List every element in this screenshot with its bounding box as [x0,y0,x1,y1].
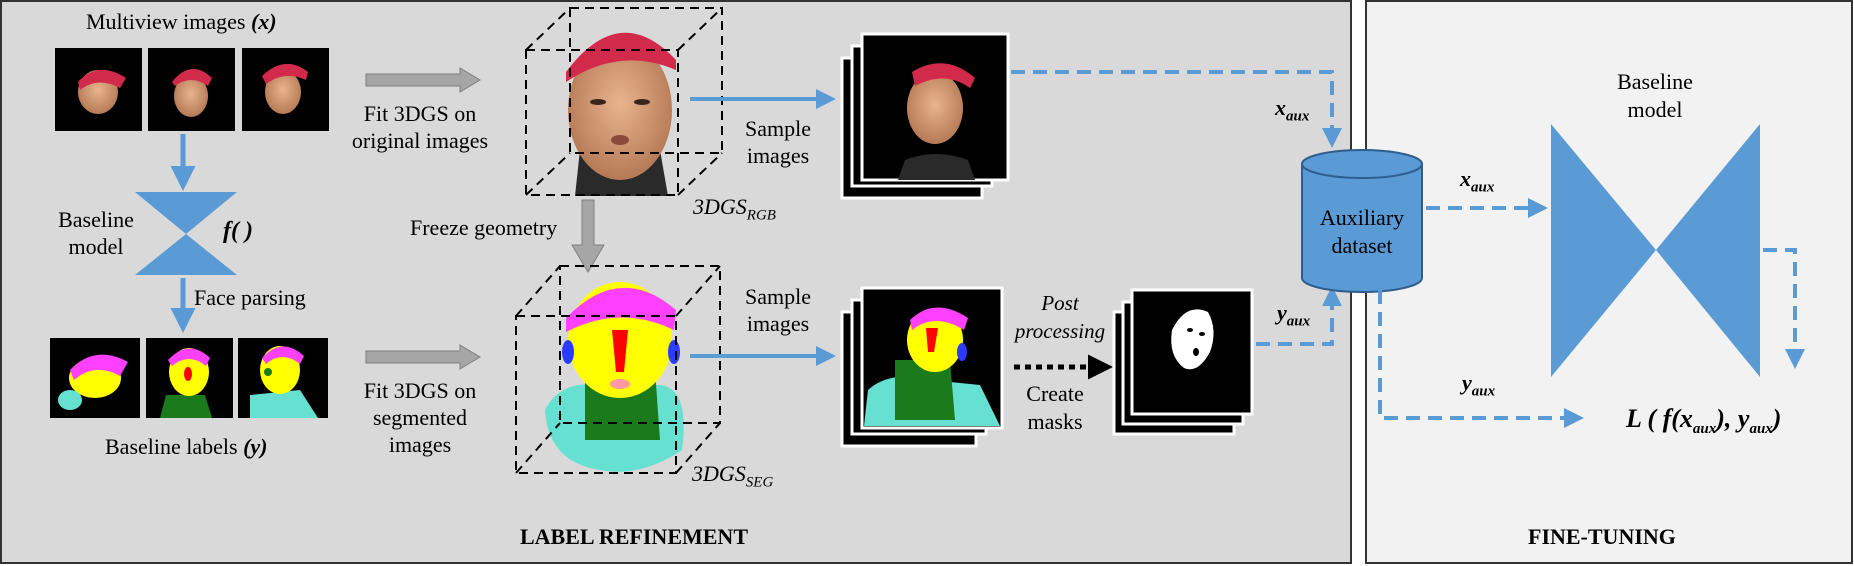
function-label: f( ) [223,218,253,244]
baseline-model-shape [135,192,237,275]
create-masks-label: Create masks [1005,380,1105,436]
sample-rgb-line1: Sample [745,116,811,141]
freeze-geometry-label: Freeze geometry [410,215,558,240]
sampled-rgb-stack [840,32,1010,200]
gray-arrow-fit-seg [365,344,481,370]
finetune-baseline-line2: model [1627,97,1683,122]
fit-seg-line3: images [388,432,452,457]
fine-tuning-title: FINE-TUNING [1528,524,1676,549]
y-aux-sub-right: aux [1471,383,1496,400]
y-aux-label-right: yaux [1462,370,1496,400]
y-aux-label-left: yaux [1277,300,1311,330]
left-baseline-model-label: Baseline model [46,206,146,260]
sample-seg-line1: Sample [745,284,811,309]
3dgs-rgb-label: 3DGSRGB [693,194,776,224]
left-baseline-model-line1: Baseline [58,207,134,232]
sample-seg-line2: images [746,311,810,336]
baseline-labels-text: Baseline labels [105,434,238,459]
multiview-image-1 [55,48,142,131]
create-line1: Create [1026,381,1084,406]
x-aux-label-right: xaux [1460,166,1495,196]
fit-rgb-line3: original images [351,128,489,153]
arrow-model-to-loss [1763,248,1805,369]
arrow-xaux-to-dataset [1011,70,1342,148]
3dgs-seg-label: 3DGSSEG [692,461,774,491]
3dgs-seg-sub: SEG [745,474,774,491]
loss-label: L ( f(xaux), yaux) [1626,404,1782,438]
fit-seg-line2: segmented [372,405,468,430]
3dgs-seg-cube [515,265,721,474]
baseline-labels-title: Baseline labels (y) [105,434,268,460]
fit-3dgs-seg-label: Fit 3DGS on segmented images [345,377,495,458]
multiview-title-text: Multiview images [86,9,246,34]
post-processing-label: Post processing [1000,289,1120,345]
x-aux-sub-right: aux [1471,179,1495,196]
finetune-baseline-model-label: Baseline model [1600,68,1710,124]
gray-arrow-fit-rgb [365,67,481,93]
post-line2: processing [1014,319,1106,343]
3dgs-rgb-sub: RGB [746,207,776,224]
finetune-baseline-line1: Baseline [1617,69,1693,94]
baseline-label-3 [238,338,328,418]
sample-images-rgb-label: Sample images [728,115,828,169]
multiview-image-2 [148,48,235,131]
sample-images-seg-label: Sample images [728,283,828,337]
face-parsing-label: Face parsing [194,285,306,310]
fit-seg-line1: Fit 3DGS on [363,378,477,403]
fit-rgb-line1: Fit 3DGS on [363,101,477,126]
y-aux-sub-left: aux [1286,313,1311,330]
dataset-line1: Auxiliary [1319,205,1405,230]
sampled-seg-stack [840,286,1004,448]
auxiliary-dataset-cylinder [1301,149,1423,293]
3dgs-rgb-face [566,32,676,196]
baseline-labels-var: (y) [243,434,268,459]
label-refinement-title: LABEL REFINEMENT [520,524,748,549]
baseline-label-2 [146,338,233,418]
x-aux-label-left: xaux [1275,95,1310,125]
arrow-yaux-to-dataset [1256,286,1342,346]
loss-sub2: aux [1749,421,1773,438]
finetune-baseline-model-shape [1551,124,1760,377]
post-line1: Post [1041,291,1079,315]
left-baseline-model-line2: model [68,234,124,259]
baseline-label-1 [50,338,140,418]
gray-arrow-freeze [571,199,605,273]
sample-rgb-line2: images [746,143,810,168]
multiview-var: (x) [250,9,277,34]
3dgs-rgb-cube [525,7,723,196]
auxiliary-dataset-label: Auxiliary dataset [1302,204,1422,260]
create-line2: masks [1027,409,1083,434]
multiview-images-title: Multiview images (x) [86,9,277,35]
3dgs-seg-face [545,282,684,472]
mask-stack [1112,288,1254,436]
dataset-line2: dataset [1331,233,1393,258]
x-aux-sub-left: aux [1286,108,1310,125]
multiview-image-3 [242,48,329,131]
fit-3dgs-rgb-label: Fit 3DGS on original images [345,100,495,154]
loss-sub1: aux [1692,421,1717,438]
